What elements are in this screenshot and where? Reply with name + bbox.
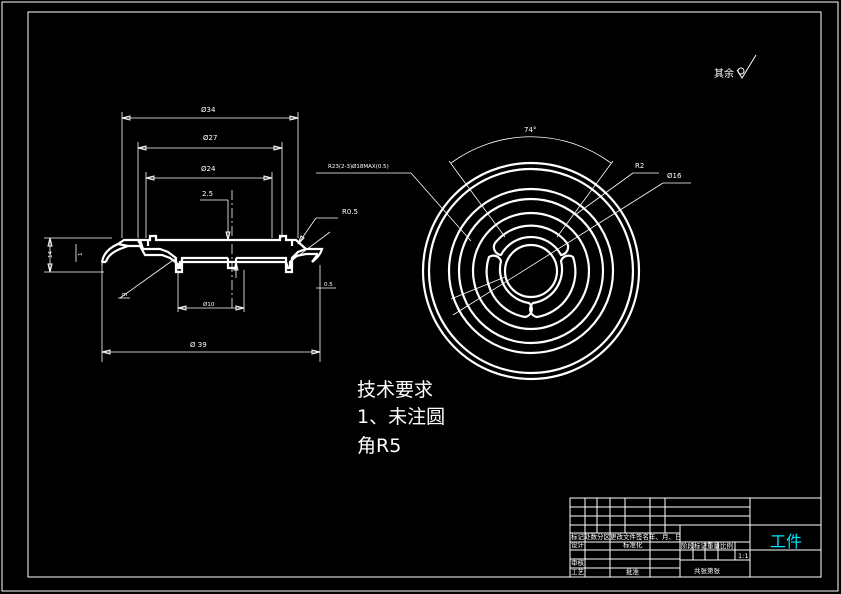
tech-req-heading: 技术要求 [357, 379, 434, 401]
tech-req-item1-line1: 1、未注圆 [357, 406, 446, 428]
dim-small-right: 0.5 [324, 282, 333, 288]
tb-standardize: 标准化 [623, 540, 643, 549]
tb-sheets: 共张第张 [694, 566, 721, 575]
tb-design: 设计 [571, 540, 585, 549]
dim-d16: Ø16 [667, 172, 682, 180]
dim-d24: Ø24 [201, 165, 216, 173]
kidney-slots [485, 224, 577, 319]
tech-req-item1-line2: 角R5 [357, 435, 402, 457]
dim-r2: R2 [635, 162, 644, 170]
dim-r0-5: R0.5 [342, 208, 358, 216]
roughness-label: 其余 [714, 67, 734, 80]
tb-row-header: 标记处数分区更改文件签名年、月、日 [571, 532, 682, 541]
dim-d34: Ø34 [201, 106, 216, 114]
dim-side: 1 [78, 253, 84, 257]
tb-stage-labels: 阶段标记重量比例 [681, 541, 733, 550]
dim-d27: Ø27 [203, 134, 217, 142]
dim-d39: Ø 39 [190, 341, 207, 349]
title-block: 标记处数分区更改文件签名年、月、日 设计 标准化 阶段标记重量比例 1:1 审核… [569, 497, 822, 578]
dim-bottom-center: Ø10 [203, 301, 215, 308]
dim-2-5: 2.5 [202, 190, 213, 198]
dim-angle: 74° [524, 126, 536, 134]
tb-part-name: 工件 [770, 532, 802, 551]
tb-scale: 1:1 [738, 552, 748, 560]
roughness-note: 其余 [714, 54, 757, 80]
front-view: Ø34 Ø27 Ø24 2.5 R0.5 14 1 m 0.5 [44, 106, 358, 362]
top-view: 74° R2 Ø16 R23(2-3)Ø18MAX(0.5) [316, 126, 691, 381]
tb-review: 审核 [571, 558, 585, 567]
tb-process: 工艺 [571, 568, 585, 576]
tb-approve: 批准 [626, 567, 640, 576]
dim-m: m [122, 292, 127, 298]
dim-height: 14 [48, 251, 54, 258]
section-profile-inner [104, 244, 318, 270]
dim-callout: R23(2-3)Ø18MAX(0.5) [328, 163, 389, 170]
inner-frame [27, 11, 822, 578]
